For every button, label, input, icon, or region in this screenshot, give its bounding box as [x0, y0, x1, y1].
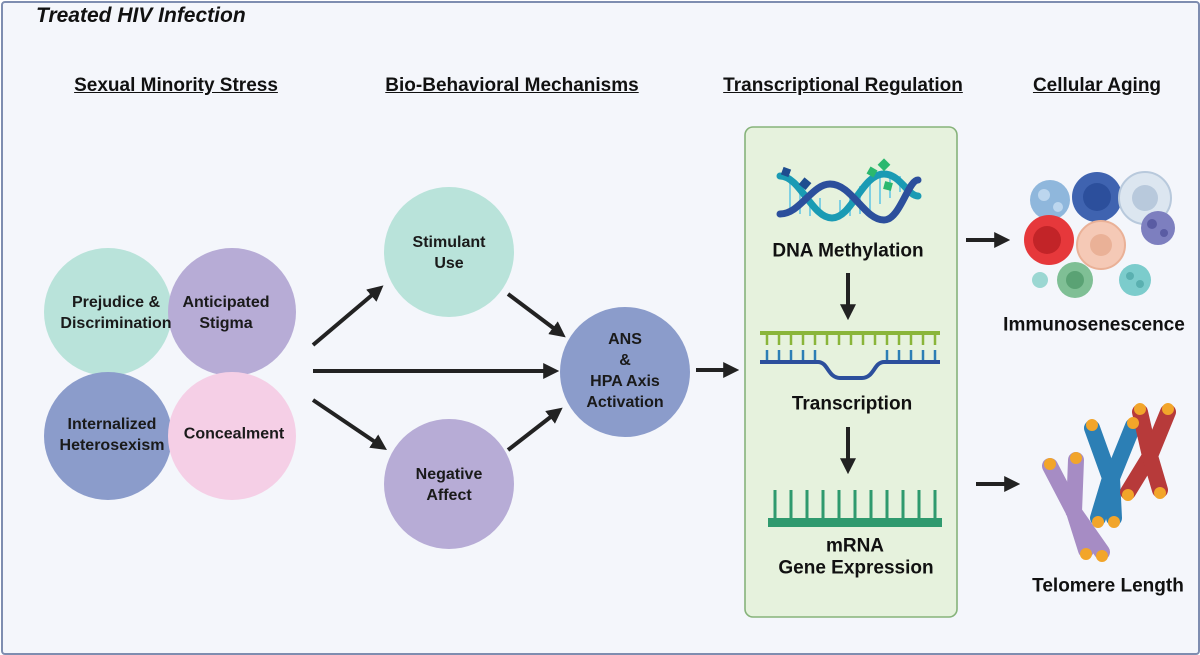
ans-hpa-circle	[560, 307, 690, 437]
arrow-negative-to-ans	[506, 407, 563, 452]
dna-helix-icon	[776, 158, 922, 224]
concealment-circle	[168, 372, 296, 500]
mrna-strand-icon	[768, 490, 942, 527]
label-stimulant-use: Stimulant Use	[412, 234, 486, 272]
label-negative-affect: Negative Affect	[415, 466, 483, 504]
anticipated-circle	[168, 248, 296, 376]
label-mrna: mRNA	[825, 535, 885, 557]
label-immunosenescence: Immunosenescence	[1003, 314, 1185, 336]
immune-cells-icon	[1024, 171, 1175, 298]
label-anticipated-stigma: Anticipated Stigma	[182, 294, 270, 332]
label-telomere-length: Telomere Length	[1032, 575, 1184, 597]
header-bio-behavioral-mechanisms: Bio-Behavioral Mechanisms	[385, 75, 639, 96]
label-transcription: Transcription	[791, 393, 913, 415]
label-prejudice: Prejudice & Discrimination	[60, 294, 172, 332]
header-sexual-minority-stress: Sexual Minority Stress	[74, 75, 278, 96]
stimulant-circle	[384, 187, 514, 317]
arrow-stress-to-stimulant	[311, 285, 384, 347]
figure-title: Treated HIV Infection	[36, 4, 246, 27]
chromosomes-icon	[1042, 403, 1176, 562]
arrow-stimulant-to-ans	[506, 292, 566, 338]
transcription-bubble-icon	[760, 331, 940, 380]
label-ans-hpa: ANS & HPA Axis Activation	[586, 331, 664, 411]
prejudice-circle	[44, 248, 172, 376]
arrows	[311, 232, 1021, 492]
internalized-circle	[44, 372, 172, 500]
negative-affect-circle	[384, 419, 514, 549]
label-concealment: Concealment	[183, 425, 285, 443]
label-dna-methylation: DNA Methylation	[772, 240, 924, 262]
arrow-stress-to-negative	[311, 398, 387, 451]
label-internalized: Internalized Heterosexism	[59, 416, 165, 454]
label-gene-expression: Gene Expression	[778, 557, 934, 579]
header-cellular-aging: Cellular Aging	[1032, 75, 1162, 96]
header-transcriptional-regulation: Transcriptional Regulation	[723, 75, 963, 96]
